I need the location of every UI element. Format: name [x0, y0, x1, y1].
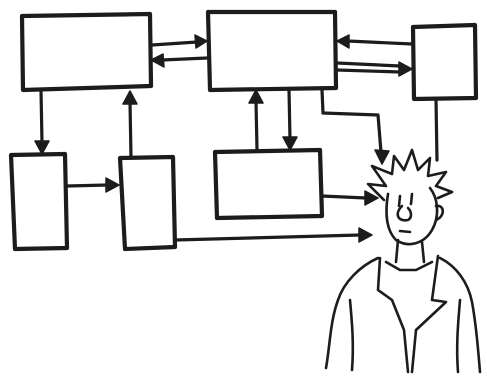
arrows: [35, 35, 437, 242]
arrow-topcenter-to-topright: [337, 63, 400, 66]
arrow-midcenter-to-person: [322, 196, 366, 198]
eye-left: [399, 196, 400, 206]
arrow-topcenter-to-person: [322, 90, 381, 152]
arrowhead: [399, 62, 412, 76]
collar-band: [386, 262, 432, 270]
arrowhead: [359, 228, 372, 242]
arrow-topright-to-person: [436, 99, 437, 160]
arrow-midleft-to-midsecond: [67, 185, 108, 186]
box-mid-second: [120, 157, 175, 249]
arrow-midsecond-to-person: [175, 235, 360, 240]
overwhelmed-person-icon: [326, 150, 480, 372]
eye-right: [411, 194, 412, 204]
box-mid-center: [215, 150, 322, 218]
mouth: [400, 231, 410, 232]
collar-right: [412, 256, 446, 372]
arrow-topright-to-topcenter: [348, 41, 412, 44]
arrow-topcenter-to-midcenter: [289, 90, 290, 139]
box-top-left: [22, 14, 151, 90]
arrowhead: [375, 150, 389, 164]
arrowhead: [249, 90, 263, 103]
box-mid-left: [11, 154, 67, 249]
arrow-topcenter-to-topleft: [162, 58, 207, 60]
arrowhead: [35, 141, 49, 154]
box-top-right: [413, 25, 476, 99]
box-top-center: [208, 12, 336, 90]
arrowhead: [151, 54, 164, 67]
right-arm: [457, 300, 460, 372]
arrowhead: [123, 91, 137, 104]
arrow-topleft-to-midleft: [41, 90, 42, 143]
arrow-midcenter-to-topcenter: [256, 101, 257, 150]
arrow-midsecond-to-topleft: [130, 102, 131, 157]
arrowhead: [337, 35, 349, 48]
nose: [398, 206, 411, 220]
boxes: [11, 12, 476, 249]
arrowhead: [106, 178, 119, 192]
collar-left: [378, 258, 408, 372]
arrow-topcenter-to-topright-second: [337, 70, 400, 72]
arrowhead: [195, 35, 207, 48]
arrow-topleft-to-topcenter: [152, 42, 197, 45]
arrowhead: [283, 137, 297, 150]
left-arm: [350, 300, 353, 370]
